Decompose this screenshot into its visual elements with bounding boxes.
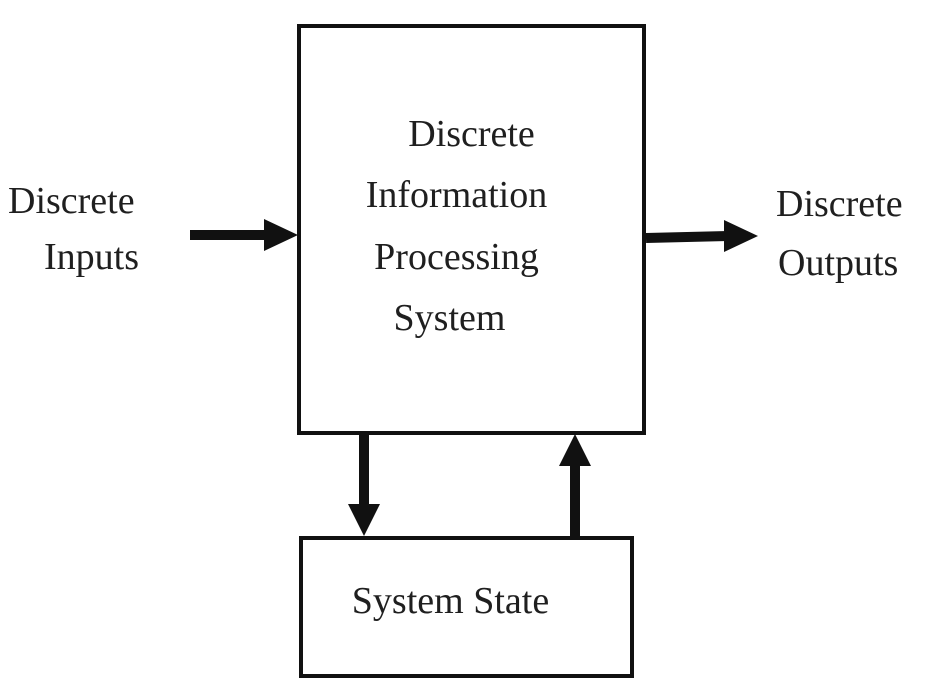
inputs-label-line-2: Inputs: [44, 236, 139, 278]
system-state-box: [299, 536, 634, 678]
processing-line-2: Information: [365, 174, 548, 216]
up-arrow: [559, 434, 591, 538]
input-arrow: [190, 219, 298, 251]
outputs-label-line-1: Discrete: [776, 183, 903, 225]
down-arrow: [348, 434, 380, 536]
system-state-label: System State: [351, 580, 550, 622]
output-arrow: [645, 220, 758, 252]
inputs-label-line-1: Discrete: [8, 180, 135, 222]
processing-system-box: [297, 24, 646, 435]
processing-line-1: Discrete: [408, 113, 535, 155]
processing-line-4: System: [393, 297, 506, 339]
processing-line-3: Processing: [374, 236, 539, 278]
outputs-label-line-2: Outputs: [778, 242, 899, 284]
